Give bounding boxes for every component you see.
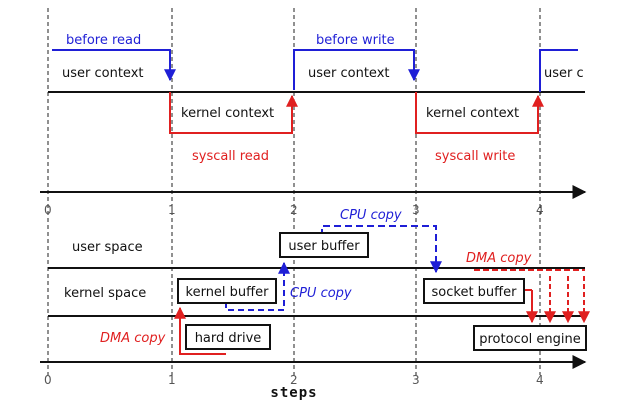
kernel-context-label-2: kernel context (426, 106, 519, 121)
before-read-label: before read (66, 33, 141, 48)
cpu-copy-mid-label: CPU copy (290, 286, 352, 301)
user-context-label-1: user context (62, 66, 144, 81)
user-buffer-label: user buffer (288, 239, 360, 254)
top-tick-1: 1 (168, 203, 176, 217)
user-context-label-2: user context (308, 66, 390, 81)
cpu-copy-top-path (321, 225, 442, 274)
protocol-engine-label: protocol engine (479, 332, 581, 347)
top-tick-4: 4 (536, 203, 544, 217)
socket-buffer-label: socket buffer (432, 285, 518, 300)
kernel-context-path-1 (169, 92, 298, 134)
bottom-tick-0: 0 (44, 373, 52, 387)
top-axis-ticks: 0 1 2 3 4 (44, 203, 544, 217)
dma-copy-left-path (174, 306, 226, 355)
cpu-copy-top-label: CPU copy (340, 208, 402, 223)
user-context-path-1 (52, 49, 176, 82)
kernel-buffer-label: kernel buffer (186, 285, 270, 300)
bottom-axis-ticks: 0 1 2 3 4 (44, 373, 544, 387)
kernel-context-label-1: kernel context (181, 106, 274, 121)
hard-drive-label: hard drive (195, 331, 262, 346)
bottom-tick-2: 2 (290, 373, 298, 387)
user-context-path-2 (293, 49, 420, 90)
kernel-context-path-2 (415, 92, 544, 134)
top-tick-2: 2 (290, 203, 298, 217)
user-context-label-3: user c (544, 66, 584, 81)
bottom-tick-3: 3 (412, 373, 420, 387)
protocol-engine-box: protocol engine (473, 325, 587, 351)
cpu-copy-mid-path (225, 261, 290, 311)
bottom-tick-4: 4 (536, 373, 544, 387)
dma-copy-left-label: DMA copy (100, 331, 166, 346)
socket-buffer-box: socket buffer (423, 278, 525, 304)
kernel-space-label: kernel space (64, 286, 146, 301)
hard-drive-box: hard drive (185, 324, 271, 350)
user-space-label: user space (72, 240, 143, 255)
top-tick-0: 0 (44, 203, 52, 217)
syscall-read-label: syscall read (192, 149, 269, 164)
bottom-tick-1: 1 (168, 373, 176, 387)
top-tick-3: 3 (412, 203, 420, 217)
syscall-write-label: syscall write (435, 149, 515, 164)
before-write-label: before write (316, 33, 395, 48)
steps-axis-title: steps (270, 385, 317, 400)
user-context-path-3 (539, 49, 578, 92)
user-buffer-box: user buffer (279, 232, 369, 258)
dma-copy-right-label: DMA copy (466, 251, 532, 266)
kernel-buffer-box: kernel buffer (177, 278, 277, 304)
